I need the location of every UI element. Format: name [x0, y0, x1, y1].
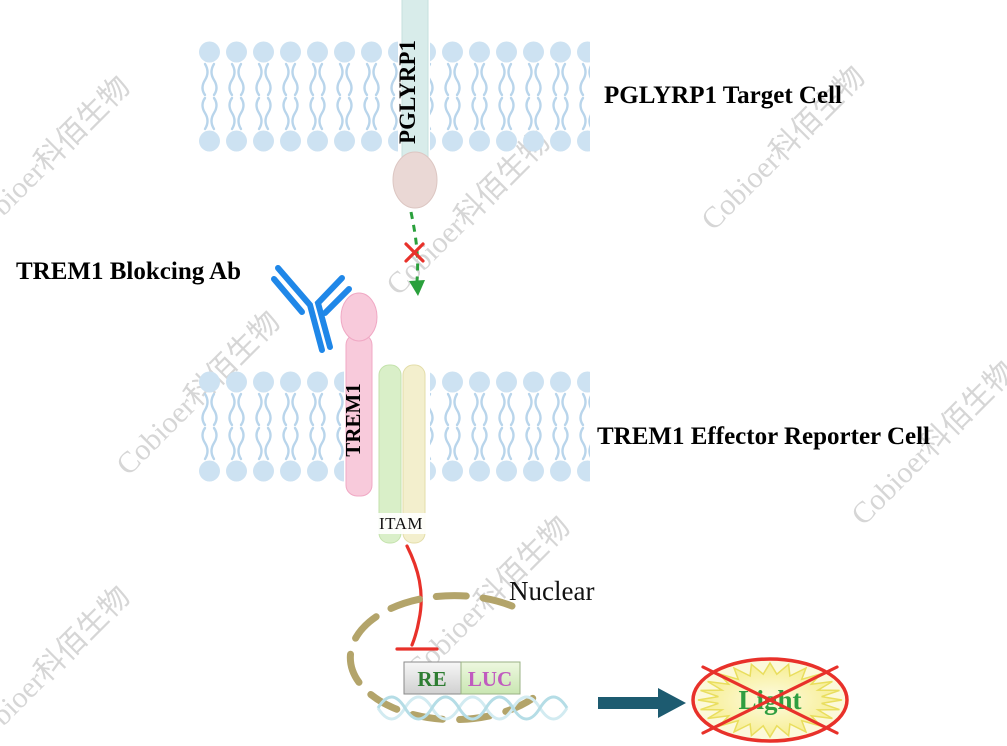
inhibition-signal — [395, 544, 439, 651]
membrane-segment — [196, 370, 344, 483]
result-arrow-icon — [598, 688, 686, 718]
watermark: Cobioer科佰生物 — [0, 580, 137, 746]
reporter-construct: RE LUC — [403, 661, 521, 695]
blocking-antibody-icon — [271, 265, 352, 353]
membrane-segment — [196, 40, 398, 153]
light-output: Light — [691, 657, 849, 743]
adapter-chain-yellow — [402, 364, 426, 544]
target-cell-membrane — [196, 40, 590, 153]
pglyrp1-label: PGLYRP1 — [395, 40, 420, 144]
dna-helix-icon — [376, 695, 569, 721]
no-light-x-icon — [701, 665, 839, 735]
interaction-arrow — [409, 211, 420, 282]
pglyrp1-ligand: PGLYRP1 — [392, 0, 438, 209]
luc-label: LUC — [468, 667, 512, 691]
effector-cell-label: TREM1 Effector Reporter Cell — [597, 423, 930, 450]
interaction-arrowhead — [409, 280, 425, 296]
itam-label: ITAM — [379, 514, 423, 533]
trem1-head — [340, 292, 378, 342]
nuclear-label: Nuclear — [509, 576, 594, 606]
luc-box — [460, 661, 521, 695]
re-label: RE — [417, 667, 446, 691]
membrane-segment — [430, 40, 590, 153]
pglyrp1-head — [392, 151, 438, 209]
adapter-proteins: ITAM — [373, 364, 429, 544]
inhibition-line — [405, 544, 423, 647]
effector-cell-membrane — [196, 370, 590, 483]
target-cell-label: PGLYRP1 Target Cell — [604, 82, 842, 109]
blocked-x-icon — [404, 242, 425, 263]
trem1-receptor: TREM1 — [340, 292, 378, 497]
itam-label-bg — [373, 513, 429, 534]
watermark: Cobioer科佰生物 — [0, 70, 137, 247]
blocking-ab-label: TREM1 Blokcing Ab — [16, 258, 241, 285]
membrane-segment — [430, 370, 590, 483]
blocked-interaction — [404, 211, 425, 296]
adapter-chain-green — [378, 364, 402, 544]
trem1-label: TREM1 — [341, 383, 365, 457]
